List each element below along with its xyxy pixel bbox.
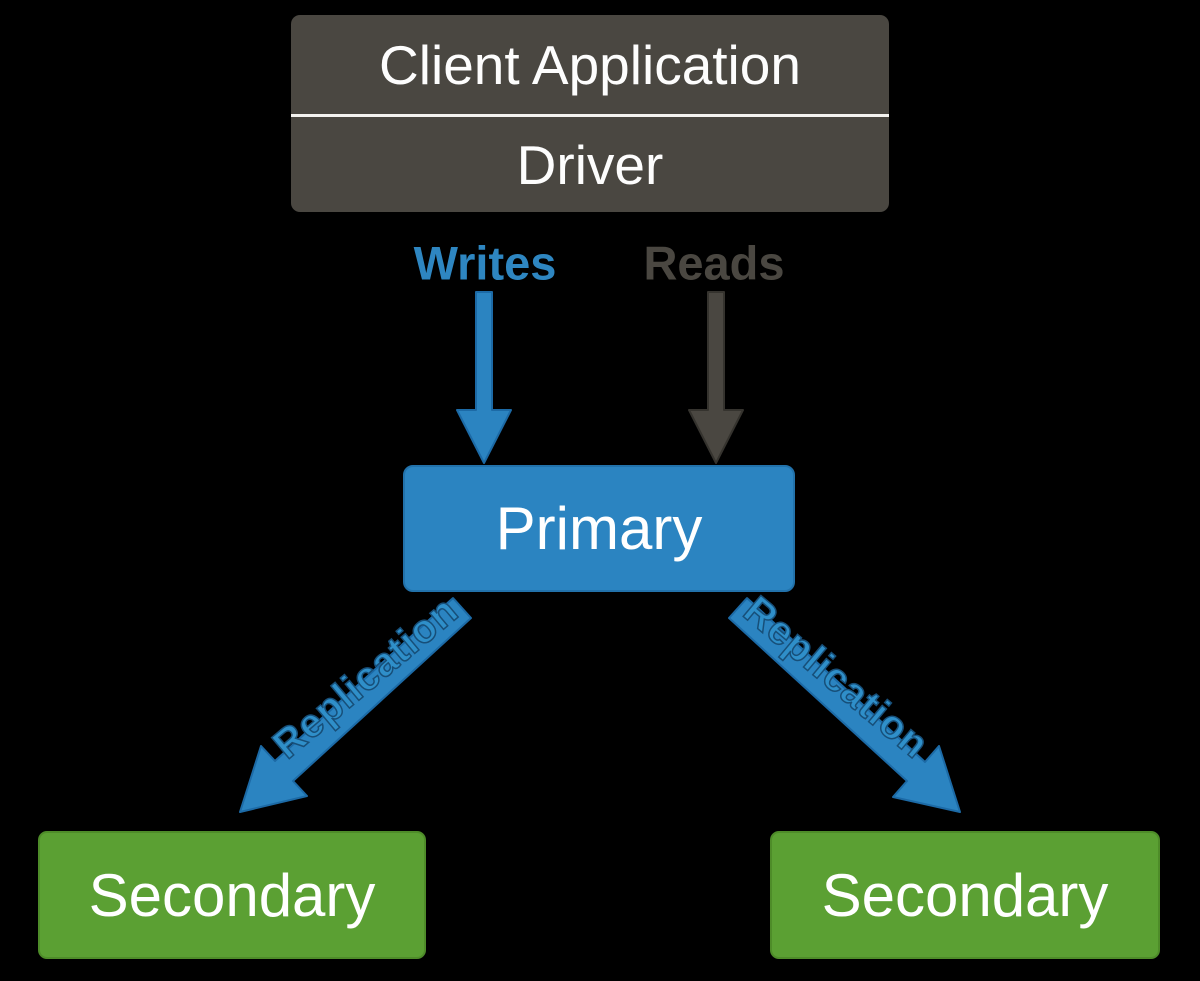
client-application-label: Client Application <box>379 33 801 96</box>
secondary-right-label: Secondary <box>821 861 1109 929</box>
replication-label-left: Replication <box>264 587 467 768</box>
secondary-box-right: Secondary <box>770 831 1160 959</box>
driver-label: Driver <box>516 133 664 196</box>
reads-label: Reads <box>643 236 785 290</box>
writes-label: Writes <box>413 236 557 290</box>
writes-arrow-icon <box>456 291 512 464</box>
primary-box: Primary <box>403 465 795 592</box>
primary-label: Primary <box>495 495 703 562</box>
client-box-divider <box>291 114 889 117</box>
secondary-left-label: Secondary <box>88 861 376 929</box>
replication-label-right: Replication <box>735 587 938 768</box>
secondary-box-left: Secondary <box>38 831 426 959</box>
reads-arrow-icon <box>688 291 744 464</box>
client-application-box: Client Application Driver <box>291 15 889 212</box>
